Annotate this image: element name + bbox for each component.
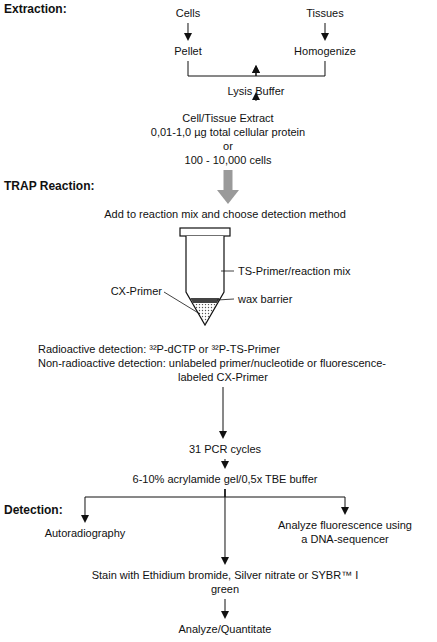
node-text: Add to reaction mix and choose detection… <box>104 207 346 221</box>
step-text: Analyze/Quantitate <box>179 622 272 636</box>
node-text: Non-radioactive detection: unlabeled pri… <box>38 356 408 384</box>
section-heading: Detection: <box>4 503 63 517</box>
node-text: Lysis Buffer <box>228 84 285 98</box>
wax-layer <box>190 298 220 303</box>
step-text: 6-10% acrylamide gel/0,5x TBE buffer <box>133 472 318 486</box>
block-arrow <box>223 170 232 190</box>
node-text: Analyze/Quantitate <box>179 622 272 636</box>
node-text: Pellet <box>174 44 202 58</box>
arrow-connector <box>325 23 326 33</box>
section-heading: TRAP Reaction: <box>4 179 94 193</box>
arrow-connector <box>224 459 225 461</box>
node-text: Cell/Tissue Extract <box>151 111 305 125</box>
step-text: Cell/Tissue Extract0,01-1,0 µg total cel… <box>151 111 305 167</box>
step-text: Pellet <box>174 44 202 58</box>
step-text: Stain with Ethidium bromide, Silver nitr… <box>90 568 360 596</box>
arrow-connector <box>256 61 325 76</box>
arrow-connector <box>187 23 188 33</box>
node-text: Homogenize <box>294 44 356 58</box>
arrow-connector <box>225 599 226 611</box>
node-text: or <box>151 139 305 153</box>
arrow-connector <box>255 100 256 101</box>
node-text: Tissues <box>306 6 344 20</box>
node-text: 0,01-1,0 µg total cellular protein <box>151 125 305 139</box>
primer-drop <box>193 304 217 323</box>
arrow-connector <box>223 387 224 431</box>
node-text: Stain with Ethidium bromide, Silver nitr… <box>90 568 360 596</box>
step-text: Autoradiography <box>45 526 126 540</box>
leader-line <box>217 299 234 300</box>
arrow-connector <box>224 489 225 557</box>
source-label: Cells <box>176 6 200 20</box>
node-text: Analyze fluorescence using a DNA-sequenc… <box>275 518 415 546</box>
node-text: 6-10% acrylamide gel/0,5x TBE buffer <box>133 472 318 486</box>
arrow-connector <box>85 489 225 515</box>
node-text: Cells <box>176 6 200 20</box>
step-text: Analyze fluorescence using a DNA-sequenc… <box>275 518 415 546</box>
leader-line <box>164 292 200 314</box>
step-text: Lysis Buffer <box>228 84 285 98</box>
arrow-connector <box>188 61 256 76</box>
node-text: Radioactive detection: ³²P-dCTP or ³²P-T… <box>38 342 408 356</box>
node-text: 31 PCR cycles <box>189 442 261 456</box>
tube-body <box>186 236 224 325</box>
step-text: Homogenize <box>294 44 356 58</box>
step-text: 31 PCR cycles <box>189 442 261 456</box>
node-text: Autoradiography <box>45 526 126 540</box>
section-heading: Extraction: <box>4 2 67 16</box>
leader-line <box>221 271 234 272</box>
part-label: wax barrier <box>238 292 292 306</box>
detection-options: Radioactive detection: ³²P-dCTP or ³²P-T… <box>38 342 408 384</box>
arrow-connector <box>225 489 345 507</box>
source-label: Tissues <box>306 6 344 20</box>
part-label: CX-Primer <box>111 284 162 298</box>
step-text: Add to reaction mix and choose detection… <box>104 207 346 221</box>
tube-cap <box>180 228 230 236</box>
part-label: TS-Primer/reaction mix <box>238 264 350 278</box>
node-text: 100 - 10,000 cells <box>151 153 305 167</box>
